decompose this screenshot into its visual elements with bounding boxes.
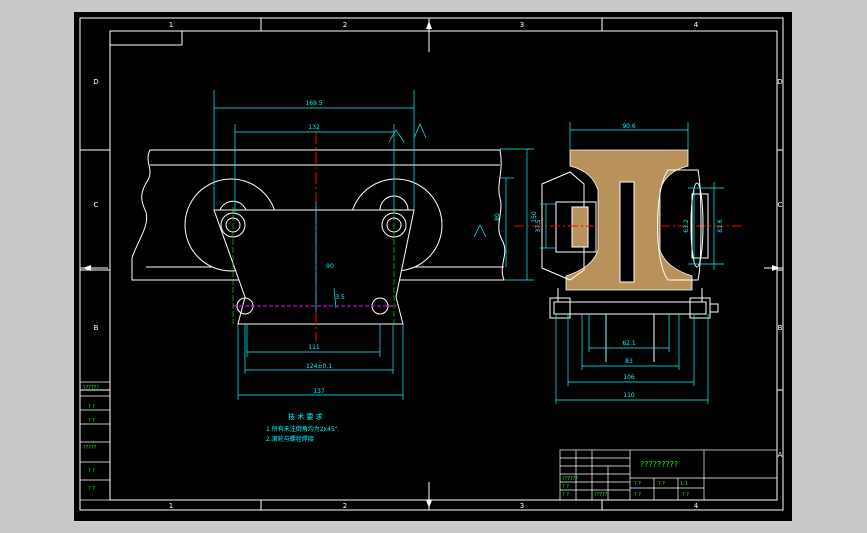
dim-124: 124±0.1 bbox=[306, 363, 332, 370]
tb-cell-3: ? ? bbox=[562, 492, 569, 498]
zone-bottom-4: 4 bbox=[694, 502, 699, 510]
zone-top-3: 3 bbox=[520, 21, 524, 29]
strip-row-3: ? ? bbox=[88, 418, 95, 424]
dim-37-5: 37.5 bbox=[535, 219, 542, 233]
strip-row-4: ????? bbox=[83, 445, 97, 451]
bracket-plate bbox=[213, 209, 415, 325]
dim-169-5: 169.5 bbox=[305, 100, 322, 107]
zone-right-D: D bbox=[777, 78, 782, 86]
strip-row-6: ? ? bbox=[88, 486, 95, 492]
zone-left-B: B bbox=[94, 324, 99, 332]
zone-bottom-2: 2 bbox=[343, 502, 347, 510]
cad-drawing: 1 2 3 4 1 2 3 4 D C B D C B A bbox=[79, 17, 784, 511]
binding-box bbox=[110, 30, 183, 46]
zone-top-1: 1 bbox=[169, 21, 173, 29]
notes-title: 技 术 要 求 bbox=[288, 412, 323, 421]
dim-slot: 3.5 bbox=[335, 294, 345, 301]
side-view: 90.6 37.5 63.2 81.6 62.1 83 106 110 bbox=[514, 122, 742, 404]
front-dimensions bbox=[213, 90, 534, 400]
right-wheel bbox=[657, 169, 702, 281]
dim-90-6: 90.6 bbox=[622, 123, 636, 130]
dim-150: 150 bbox=[531, 211, 538, 223]
tb-cell-2: ? ? bbox=[562, 484, 569, 490]
dim-111: 111 bbox=[308, 344, 320, 351]
technical-notes: 技 术 要 求 1.所有未注倒角均为2x45°. 2.滚轮与螺栓焊接 bbox=[266, 412, 340, 443]
zone-ticks bbox=[80, 18, 783, 510]
notes-line-1: 1.所有未注倒角均为2x45°. bbox=[266, 425, 340, 433]
dim-106: 106 bbox=[623, 374, 635, 381]
zone-bottom-1: 1 bbox=[169, 502, 173, 510]
tb-cell-8: ? ? bbox=[634, 492, 641, 498]
left-roller bbox=[541, 171, 585, 281]
weld-symbols bbox=[388, 123, 487, 238]
tb-cell-7: ? ? bbox=[658, 481, 665, 487]
drawing-title: ????????? bbox=[640, 460, 678, 469]
title-block bbox=[559, 449, 778, 501]
centering-marks bbox=[83, 21, 780, 508]
dim-83: 83 bbox=[625, 358, 633, 365]
zone-left-D: D bbox=[93, 78, 98, 86]
strip-row-2: ? ? bbox=[88, 404, 95, 410]
dim-132: 132 bbox=[308, 124, 320, 131]
zone-left-C: C bbox=[94, 201, 99, 209]
zone-bottom-3: 3 bbox=[520, 502, 524, 510]
dim-137: 137 bbox=[313, 388, 325, 395]
dim-90: 90 bbox=[326, 263, 334, 270]
tb-cell-1: ?????? bbox=[562, 476, 578, 482]
zone-right-B: B bbox=[778, 324, 783, 332]
dim-63-2: 63.2 bbox=[683, 219, 690, 233]
zone-top-4: 4 bbox=[694, 21, 699, 29]
tb-cell-4: ????? bbox=[594, 492, 608, 498]
dim-81-6: 81.6 bbox=[717, 219, 724, 233]
tb-cell-6: ? ? bbox=[634, 481, 641, 487]
crossbar bbox=[553, 301, 707, 315]
drawing-viewport[interactable]: 1 2 3 4 1 2 3 4 D C B D C B A bbox=[74, 12, 792, 521]
dim-62-1: 62.1 bbox=[622, 340, 636, 347]
zone-right-C: C bbox=[778, 201, 783, 209]
zone-right-A: A bbox=[778, 451, 783, 459]
tb-cell-9: ? ? bbox=[682, 492, 689, 498]
side-dimensions bbox=[540, 122, 724, 404]
dim-110: 110 bbox=[623, 392, 635, 399]
strip-row-1: ?????? bbox=[83, 385, 99, 391]
beam-web bbox=[619, 181, 635, 283]
tb-scale: 1:1 bbox=[680, 481, 688, 487]
inner-frame bbox=[109, 30, 778, 501]
strip-row-5: ? ? bbox=[88, 468, 95, 474]
front-view: 169.5 132 150 80 90 3.5 111 124±0.1 137 bbox=[131, 90, 538, 400]
zone-top-2: 2 bbox=[343, 21, 347, 29]
notes-line-2: 2.滚轮与螺栓焊接 bbox=[266, 435, 314, 443]
dim-80: 80 bbox=[494, 213, 501, 221]
side-strip bbox=[79, 381, 111, 501]
outer-frame bbox=[79, 17, 784, 511]
